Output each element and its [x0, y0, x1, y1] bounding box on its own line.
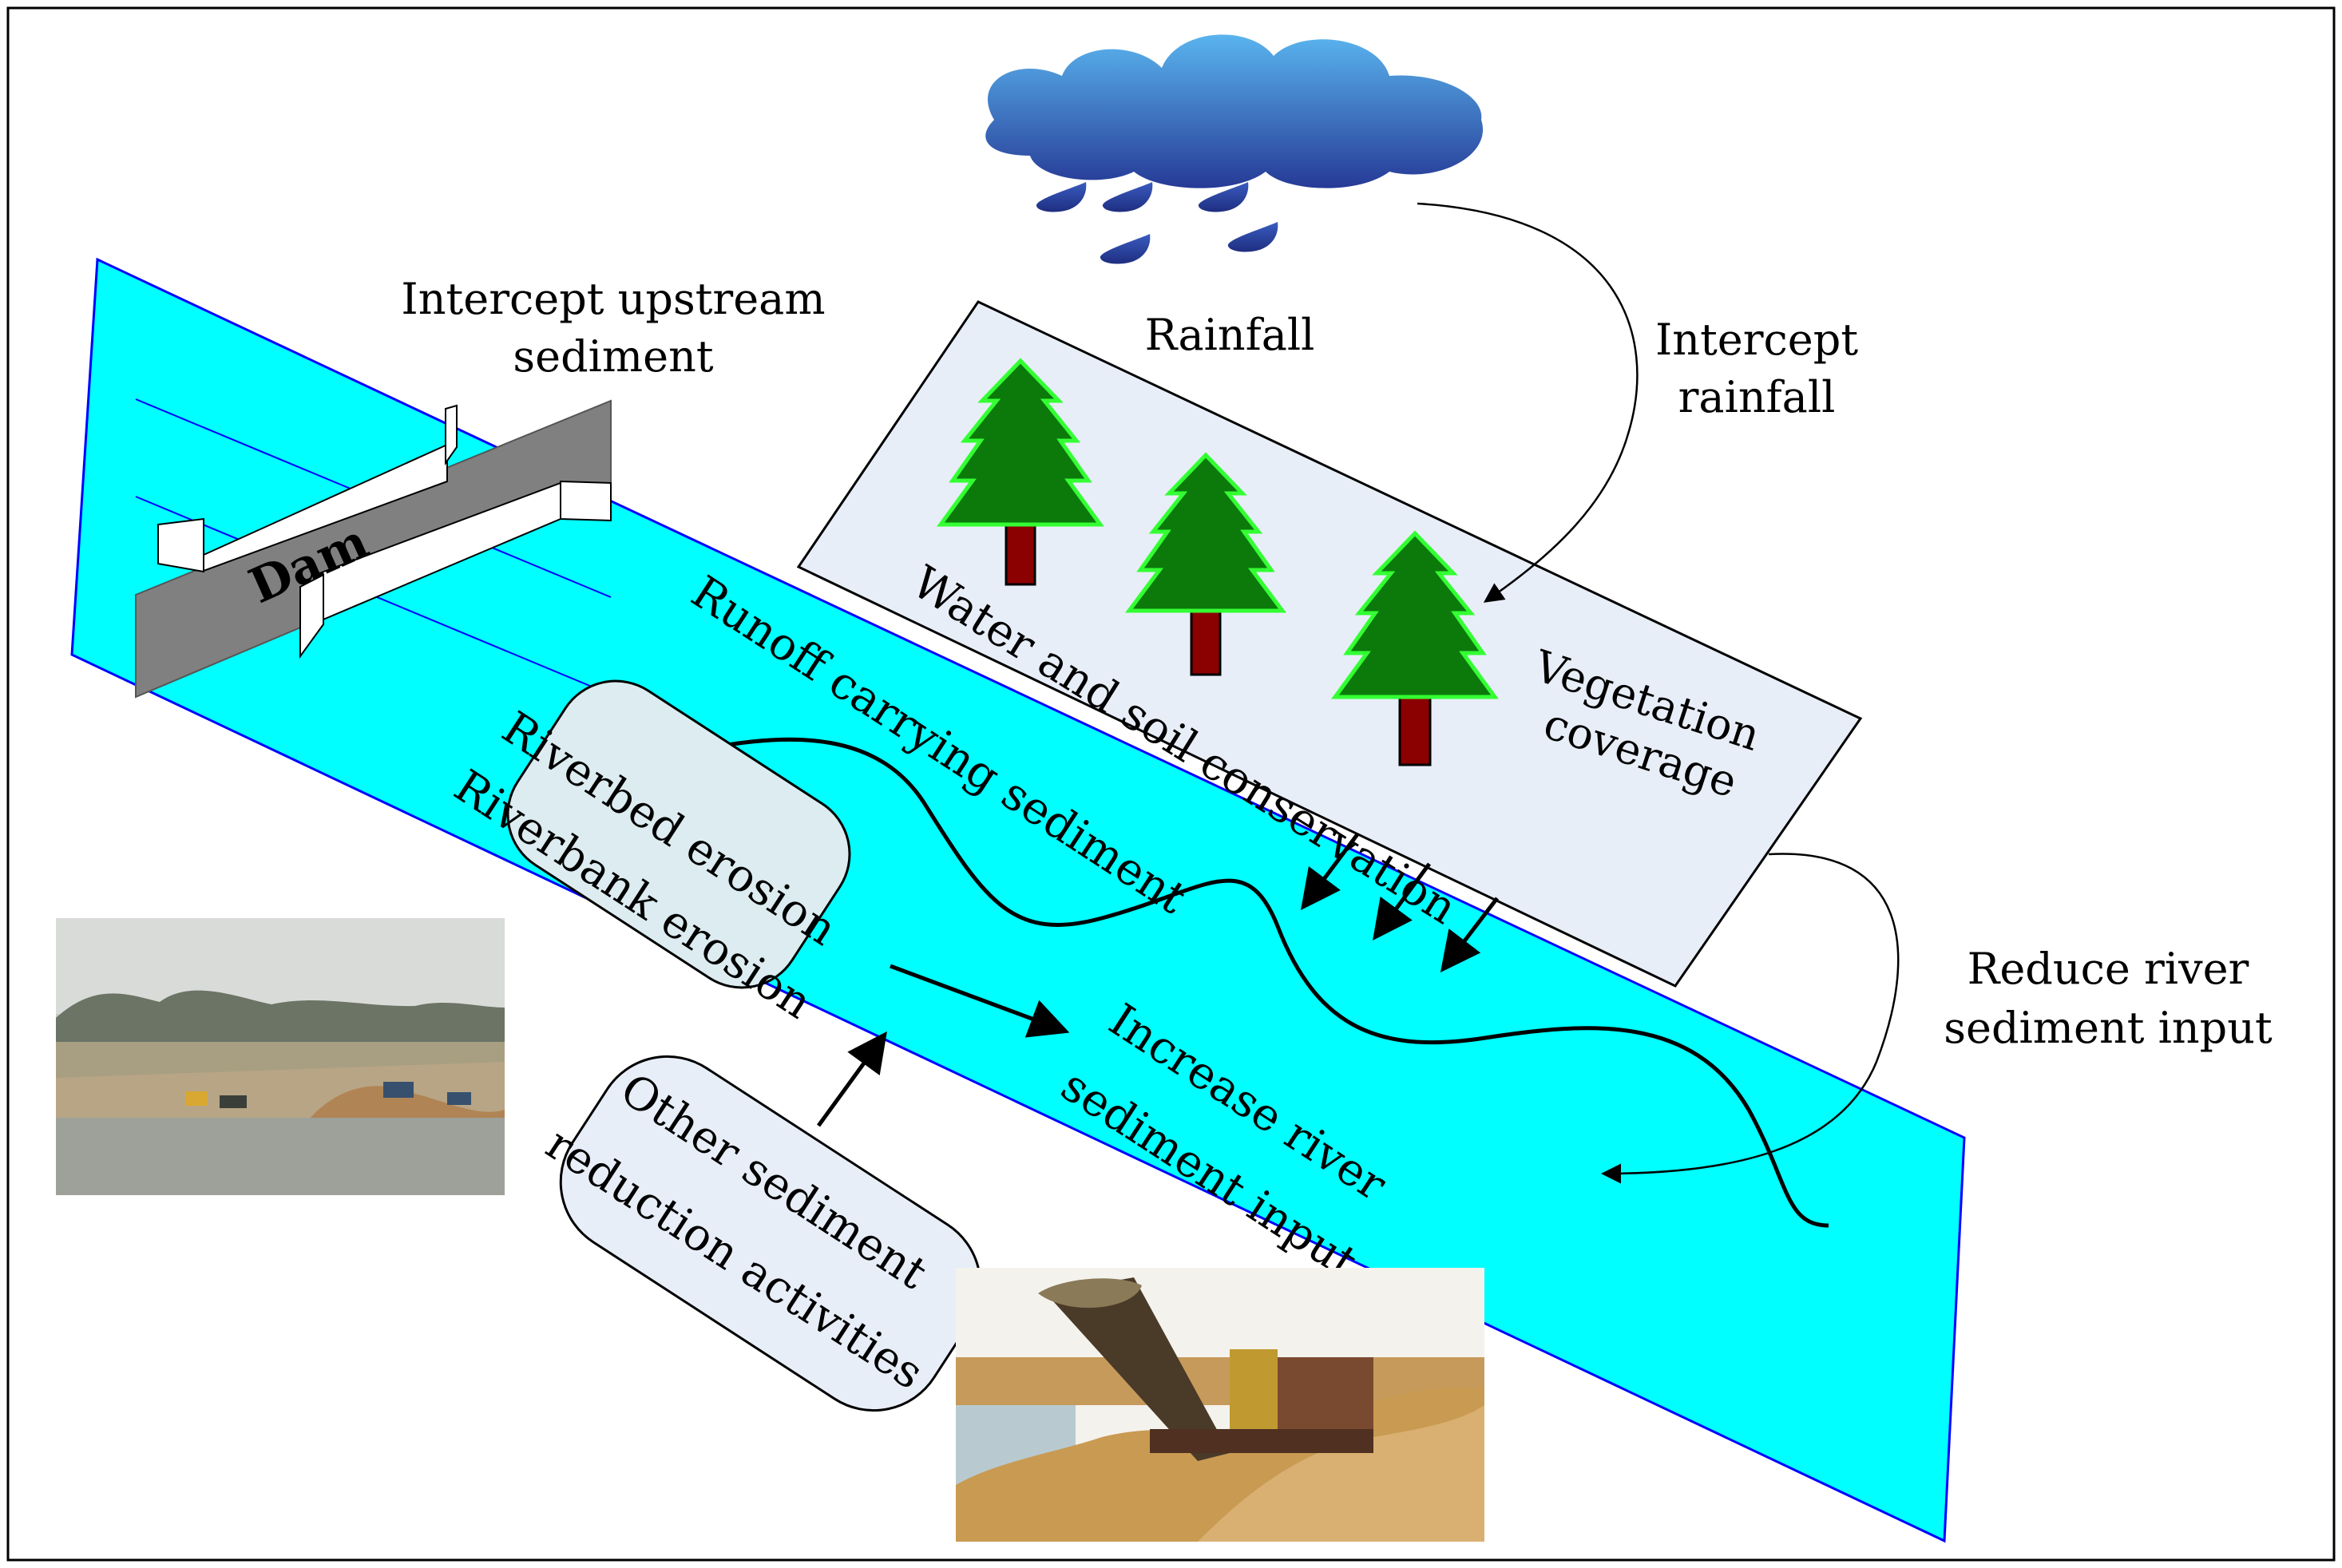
conservation-arrow	[1373, 862, 1432, 941]
raindrop-icon	[1198, 182, 1249, 212]
raindrop-icon	[1036, 182, 1087, 212]
reduce-sediment-label-2: sediment input	[1944, 1003, 2273, 1053]
intercept-rainfall-arrow	[1417, 202, 1639, 603]
dam-fin-top	[445, 404, 458, 466]
dam-structure	[135, 399, 612, 699]
dam-cap-right	[560, 480, 612, 522]
cloud-icon	[985, 34, 1484, 188]
tree-icon	[1331, 530, 1499, 766]
dam-fin-bottom	[299, 573, 324, 659]
erosion-to-increase-arrow	[890, 964, 1070, 1038]
intercept-upstream-label-2: sediment	[513, 331, 713, 382]
sand-dredger-photo	[956, 1268, 1484, 1542]
tree-icon	[937, 358, 1104, 586]
riverbank-mining-photo	[56, 918, 505, 1195]
raindrop-icon	[1102, 182, 1153, 212]
raindrops	[1036, 182, 1278, 264]
river-band	[70, 257, 1966, 1543]
runoff-wave-line	[678, 737, 1829, 1228]
rainfall-label: Rainfall	[1145, 310, 1315, 360]
other-activities-arrow	[816, 1031, 887, 1127]
other-activities-bubble	[559, 1055, 982, 1412]
reduce-sediment-label-1: Reduce river	[1968, 944, 2249, 994]
intercept-rainfall-label-1: Intercept	[1655, 315, 1858, 365]
erosion-bubble	[506, 679, 851, 989]
reduce-sediment-arrow	[1601, 853, 1900, 1184]
tree-icon	[1125, 452, 1286, 676]
raindrop-icon	[1227, 222, 1278, 252]
conservation-arrow	[1301, 833, 1360, 911]
intercept-rainfall-label-2: rainfall	[1678, 372, 1836, 422]
intercept-upstream-label-1: Intercept upstream	[401, 274, 825, 324]
raindrop-icon	[1100, 234, 1151, 264]
dam-cap-left	[157, 517, 204, 573]
conservation-arrow	[1440, 897, 1499, 972]
